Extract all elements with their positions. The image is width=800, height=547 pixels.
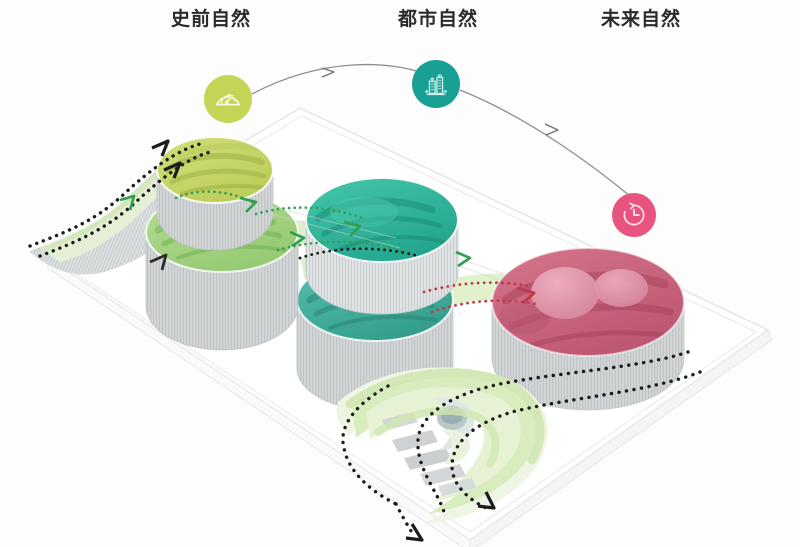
path-future-valley-loop bbox=[341, 350, 702, 542]
phase-label-urban: 都市自然 bbox=[397, 9, 479, 30]
urban-nature-node[interactable] bbox=[412, 60, 460, 108]
path-prehistoric-to-urban bbox=[119, 190, 472, 268]
phase-label-future: 未来自然 bbox=[600, 9, 682, 30]
dome-small bbox=[594, 269, 648, 307]
future-nature-node[interactable] bbox=[612, 193, 656, 237]
mesa-prehistoric-upper bbox=[156, 136, 274, 251]
prehistoric-nature-node[interactable] bbox=[204, 75, 252, 123]
mesa-urban-upper bbox=[305, 177, 459, 315]
city-buildings-icon bbox=[421, 69, 451, 99]
ammonite-fossil-shell-icon bbox=[213, 84, 243, 114]
future-valley-terraces bbox=[336, 367, 548, 524]
mesa-future-red bbox=[491, 247, 685, 411]
path-west-descent bbox=[28, 139, 212, 258]
clock-rewind-icon bbox=[620, 201, 648, 229]
path-urban-to-future bbox=[149, 247, 538, 314]
dome-large bbox=[531, 267, 599, 319]
phase-label-prehistoric: 史前自然 bbox=[170, 9, 252, 30]
